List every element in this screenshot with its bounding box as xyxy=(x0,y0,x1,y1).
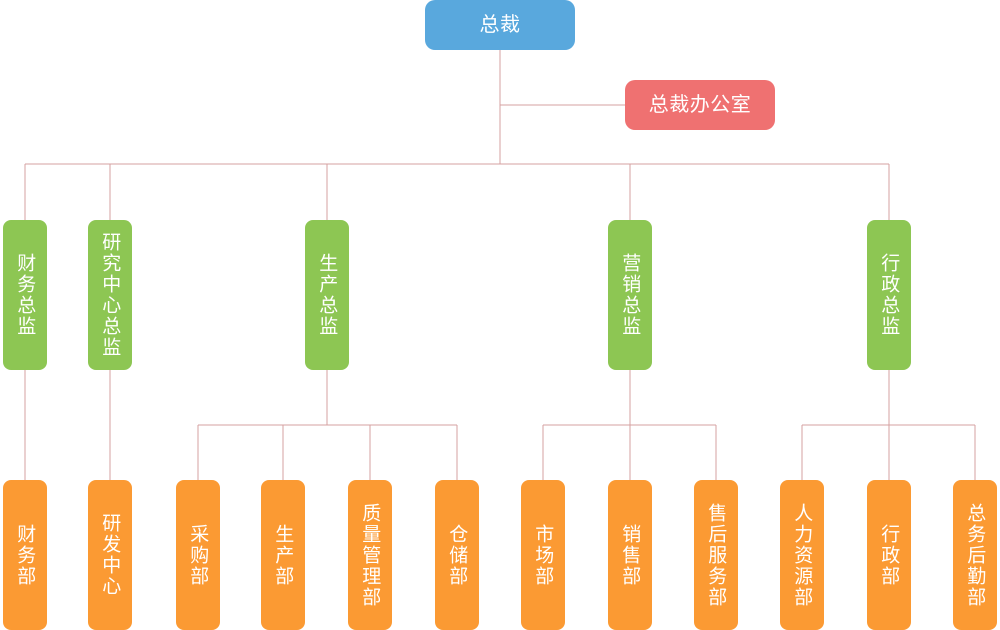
node-finance-dept-label: 财务部 xyxy=(14,523,37,587)
node-president-office[interactable]: 总裁办公室 xyxy=(625,80,775,130)
node-rnd-center[interactable]: 研发中心 xyxy=(88,480,132,630)
node-hr-dept-label: 人力资源部 xyxy=(791,502,814,608)
node-quality-dept-label: 质量管理部 xyxy=(359,502,382,608)
node-quality-dept[interactable]: 质量管理部 xyxy=(348,480,392,630)
node-aftersales-dept-label: 售后服务部 xyxy=(705,502,728,608)
node-sales-dept[interactable]: 销售部 xyxy=(608,480,652,630)
node-president-office-label: 总裁办公室 xyxy=(648,92,752,117)
node-finance-director[interactable]: 财务总监 xyxy=(3,220,47,370)
node-rnd-center-label: 研发中心 xyxy=(99,513,122,597)
node-market-dept[interactable]: 市场部 xyxy=(521,480,565,630)
node-procurement-dept[interactable]: 采购部 xyxy=(176,480,220,630)
node-procurement-dept-label: 采购部 xyxy=(187,523,210,587)
node-marketing-director[interactable]: 营销总监 xyxy=(608,220,652,370)
node-sales-dept-label: 销售部 xyxy=(619,523,642,587)
node-finance-director-label: 财务总监 xyxy=(14,253,37,337)
node-administration-dept[interactable]: 行政部 xyxy=(867,480,911,630)
node-president[interactable]: 总裁 xyxy=(425,0,575,50)
node-general-affairs-dept-label: 总务后勤部 xyxy=(964,502,987,608)
node-research-director[interactable]: 研究中心总监 xyxy=(88,220,132,370)
node-hr-dept[interactable]: 人力资源部 xyxy=(780,480,824,630)
node-finance-dept[interactable]: 财务部 xyxy=(3,480,47,630)
node-general-affairs-dept[interactable]: 总务后勤部 xyxy=(953,480,997,630)
node-production-director-label: 生产总监 xyxy=(316,253,339,337)
node-warehouse-dept-label: 仓储部 xyxy=(446,523,469,587)
node-production-dept[interactable]: 生产部 xyxy=(261,480,305,630)
node-admin-director-label: 行政总监 xyxy=(878,253,901,337)
node-admin-director[interactable]: 行政总监 xyxy=(867,220,911,370)
node-market-dept-label: 市场部 xyxy=(532,523,555,587)
node-production-director[interactable]: 生产总监 xyxy=(305,220,349,370)
node-aftersales-dept[interactable]: 售后服务部 xyxy=(694,480,738,630)
node-administration-dept-label: 行政部 xyxy=(878,523,901,587)
node-marketing-director-label: 营销总监 xyxy=(619,253,642,337)
node-president-label: 总裁 xyxy=(479,12,521,37)
node-production-dept-label: 生产部 xyxy=(272,523,295,587)
node-warehouse-dept[interactable]: 仓储部 xyxy=(435,480,479,630)
node-research-director-label: 研究中心总监 xyxy=(99,232,122,358)
